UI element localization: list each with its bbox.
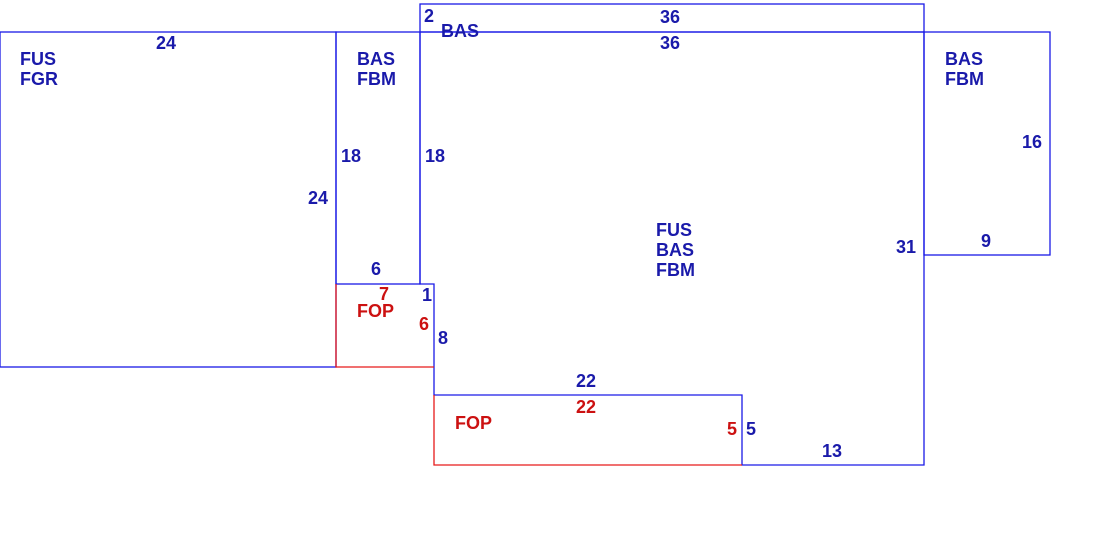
dim-top-strip-top: 36	[660, 7, 680, 27]
main-block-label-3: FBM	[656, 260, 695, 280]
porch-large-outline	[433, 395, 742, 466]
middle-strip-label-2: FBM	[357, 69, 396, 89]
dim-porch-large-top: 22	[576, 397, 596, 417]
dim-porch-small-right: 6	[419, 314, 429, 334]
porch-small-outline	[335, 284, 434, 368]
main-block-outline	[419, 31, 925, 466]
main-block-label-2: BAS	[656, 240, 694, 260]
dim-main-bottom-right: 13	[822, 441, 842, 461]
dim-main-right: 31	[896, 237, 916, 257]
dim-notch-lower: 8	[438, 328, 448, 348]
dim-top-strip-left: 2	[424, 6, 434, 26]
dim-main-bottom-left: 22	[576, 371, 596, 391]
dim-main-lower-right: 5	[746, 419, 756, 439]
dim-left-top: 24	[156, 33, 176, 53]
left-block-label-1: FUS	[20, 49, 56, 69]
dim-right-bottom: 9	[981, 231, 991, 251]
dim-middle-bottom: 6	[371, 259, 381, 279]
dim-right-side: 16	[1022, 132, 1042, 152]
dim-middle-left: 18	[341, 146, 361, 166]
top-strip-label: BAS	[441, 21, 479, 41]
right-block-label-1: BAS	[945, 49, 983, 69]
dim-left-right: 24	[308, 188, 328, 208]
dim-porch-small-top: 7	[379, 284, 389, 304]
right-block-label-2: FBM	[945, 69, 984, 89]
dim-porch-large-right: 5	[727, 419, 737, 439]
dim-notch-right: 1	[422, 285, 432, 305]
dim-main-top: 36	[660, 33, 680, 53]
porch-small-label: FOP	[357, 301, 394, 321]
middle-strip-label-1: BAS	[357, 49, 395, 69]
left-block-label-2: FGR	[20, 69, 58, 89]
main-block-label-1: FUS	[656, 220, 692, 240]
dim-middle-right: 18	[425, 146, 445, 166]
porch-large-label: FOP	[455, 413, 492, 433]
